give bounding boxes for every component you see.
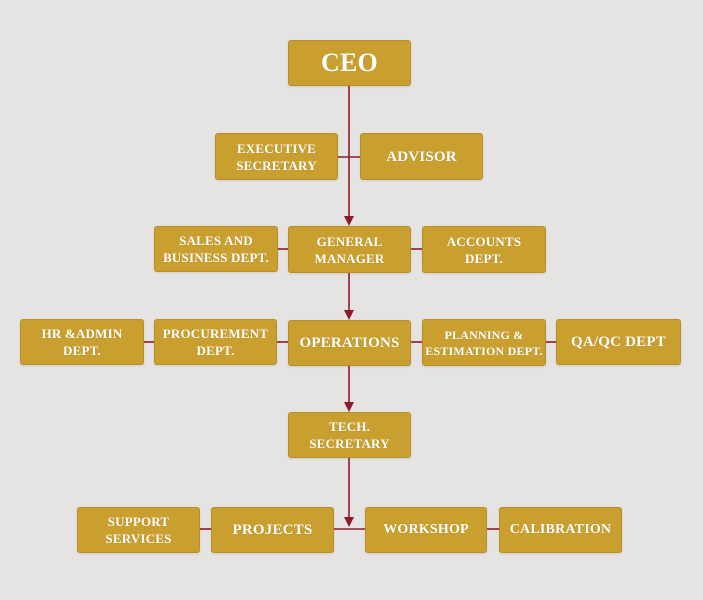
box-qa-qc-label: QA/QC DEPT — [571, 334, 666, 350]
box-procurement-label: PROCUREMENT DEPT. — [162, 326, 269, 358]
box-calibration-label: CALIBRATION — [509, 522, 612, 537]
box-qa-qc: QA/QC DEPT — [556, 319, 681, 365]
box-hr-admin: HR &ADMIN DEPT. — [20, 319, 144, 365]
box-ceo: CEO — [288, 40, 411, 86]
box-operations-label: OPERATIONS — [299, 335, 400, 351]
arrowhead-tech-secretary — [344, 402, 354, 412]
box-executive-secretary-label: EXECUTIVE SECRETARY — [236, 140, 317, 173]
box-advisor: ADVISOR — [360, 133, 483, 180]
box-procurement: PROCUREMENT DEPT. — [154, 319, 277, 365]
box-general-manager: GENERAL MANAGER — [288, 226, 411, 273]
box-workshop: WORKSHOP — [365, 507, 487, 553]
box-ceo-label: CEO — [321, 48, 378, 77]
box-sales-business-label: SALES AND BUSINESS DEPT. — [163, 233, 269, 265]
box-support-services-label: SUPPORT SERVICES — [105, 514, 172, 546]
box-projects-label: PROJECTS — [232, 522, 313, 538]
box-executive-secretary: EXECUTIVE SECRETARY — [215, 133, 338, 180]
arrowhead-gm — [344, 216, 354, 226]
box-accounts-label: ACCOUNTS DEPT. — [446, 233, 522, 266]
box-planning-estimation-label: PLANNING & ESTIMATION DEPT. — [425, 327, 543, 358]
box-calibration: CALIBRATION — [499, 507, 622, 553]
arrowhead-bottom-row — [344, 517, 354, 527]
box-hr-admin-label: HR &ADMIN DEPT. — [41, 326, 123, 358]
box-accounts: ACCOUNTS DEPT. — [422, 226, 546, 273]
box-workshop-label: WORKSHOP — [383, 522, 469, 537]
arrowhead-operations — [344, 310, 354, 320]
box-tech-secretary-label: TECH. SECRETARY — [309, 419, 390, 451]
box-projects: PROJECTS — [211, 507, 334, 553]
box-operations: OPERATIONS — [288, 320, 411, 366]
box-general-manager-label: GENERAL MANAGER — [314, 233, 385, 266]
box-sales-business: SALES AND BUSINESS DEPT. — [154, 226, 278, 272]
box-tech-secretary: TECH. SECRETARY — [288, 412, 411, 458]
box-support-services: SUPPORT SERVICES — [77, 507, 200, 553]
box-planning-estimation: PLANNING & ESTIMATION DEPT. — [422, 319, 546, 366]
box-advisor-label: ADVISOR — [386, 148, 457, 165]
